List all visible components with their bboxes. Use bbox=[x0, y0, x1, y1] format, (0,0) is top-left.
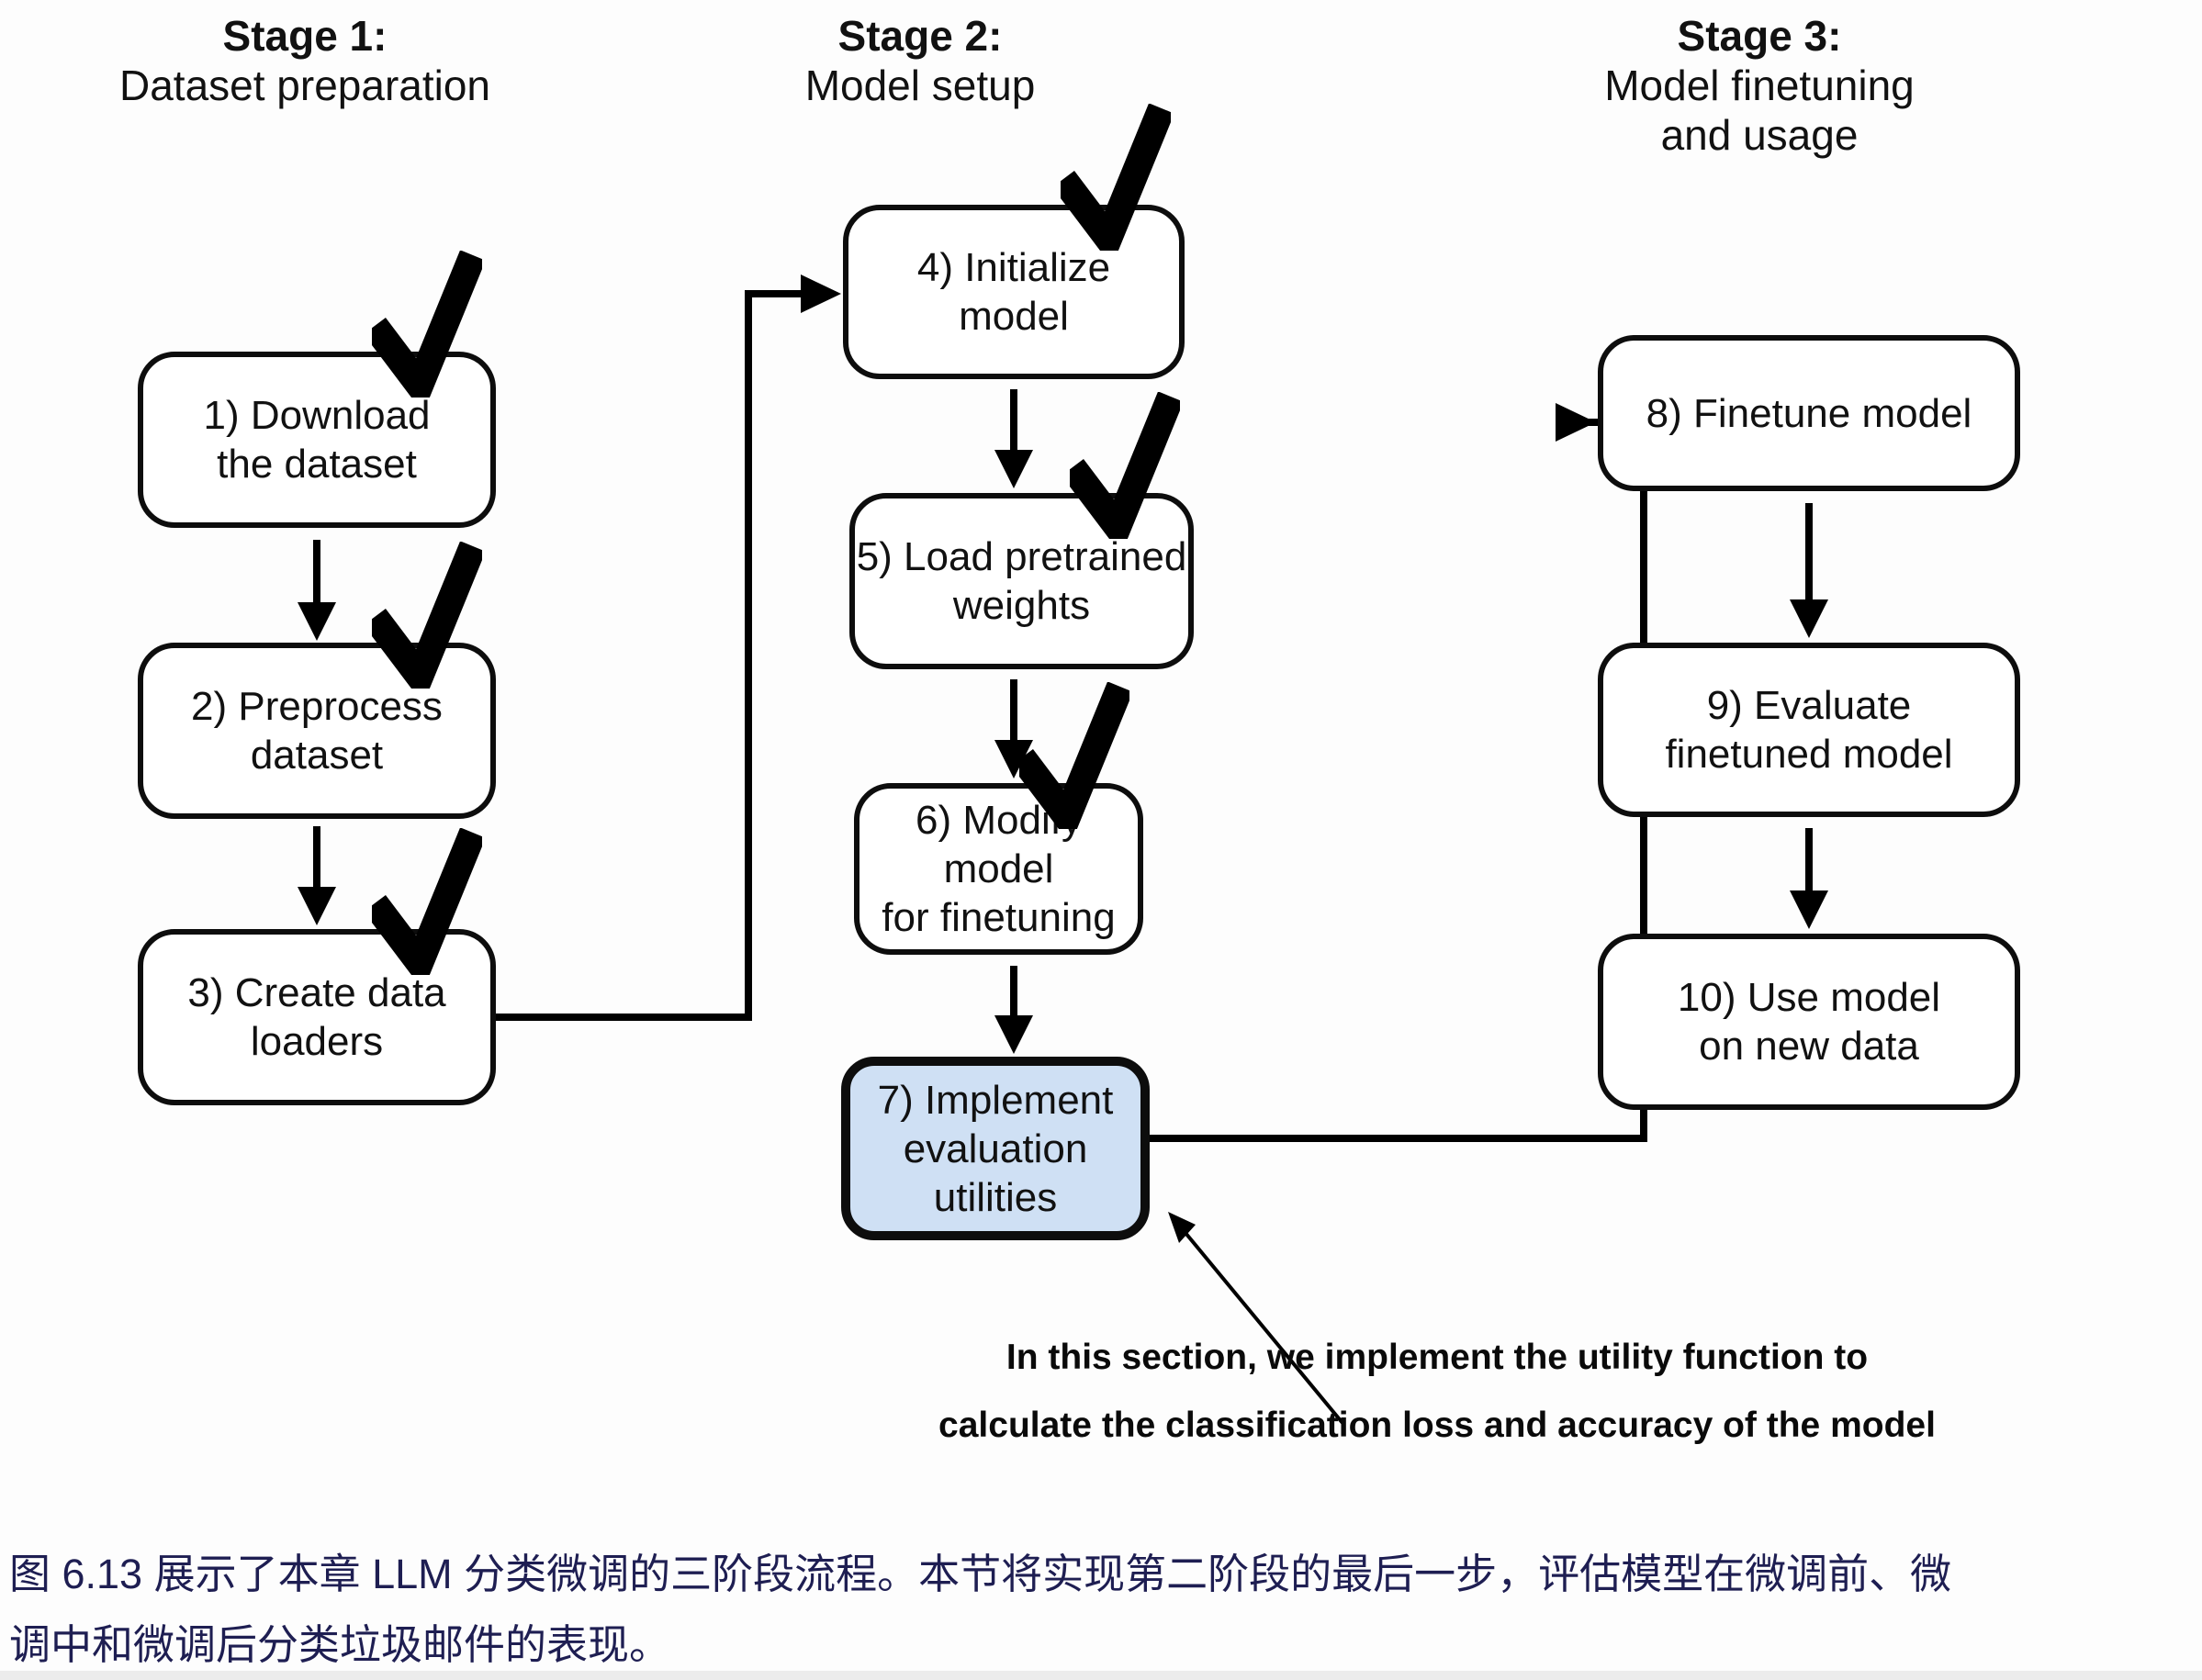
arrow-down-icon bbox=[1790, 828, 1828, 929]
checkmark-icon bbox=[1061, 104, 1171, 251]
figure-caption: 图 6.13 展示了本章 LLM 分类微调的三阶段流程。本节将实现第二阶段的最后… bbox=[9, 1551, 1952, 1668]
checkmark-icon bbox=[372, 251, 482, 398]
stage1-title: Stage 1: bbox=[222, 12, 388, 60]
flow-box-10: 10) Use model on new data bbox=[1598, 934, 2020, 1110]
flow-box-9: 9) Evaluate finetuned model bbox=[1598, 643, 2020, 817]
annotation-arrow-icon bbox=[1168, 1212, 1344, 1425]
arrow-down-icon bbox=[994, 679, 1033, 778]
annotation-text: In this section, we implement the utilit… bbox=[938, 1338, 1936, 1445]
stage2-title: Stage 2: bbox=[837, 12, 1003, 60]
arrow-down-icon bbox=[298, 540, 336, 641]
arrow-down-icon bbox=[994, 966, 1033, 1054]
arrow-down-icon bbox=[994, 389, 1033, 488]
arrow-down-icon bbox=[1790, 503, 1828, 638]
arrow-down-icon bbox=[298, 826, 336, 925]
connector-box3-to-box4 bbox=[496, 274, 841, 1021]
checkmark-icon bbox=[1019, 682, 1129, 829]
stage2-header: Stage 2: Model setup bbox=[663, 11, 1177, 110]
connector-box7-to-box8 bbox=[1150, 403, 1647, 1142]
stage2-subtitle: Model setup bbox=[804, 62, 1036, 109]
bottom-divider bbox=[0, 1671, 2202, 1680]
stage3-subtitle: Model finetuning and usage bbox=[1604, 62, 1915, 159]
stage1-subtitle: Dataset preparation bbox=[118, 62, 491, 109]
checkmark-icon bbox=[1070, 392, 1180, 539]
stage3-title: Stage 3: bbox=[1677, 12, 1842, 60]
checkmark-icon bbox=[372, 542, 482, 689]
stage1-header: Stage 1: Dataset preparation bbox=[48, 11, 562, 110]
flow-box-7: 7) Implement evaluation utilities bbox=[841, 1057, 1150, 1240]
stage3-header: Stage 3: Model finetuning and usage bbox=[1502, 11, 2017, 160]
flow-box-8: 8) Finetune model bbox=[1598, 335, 2020, 491]
checkmark-icon bbox=[372, 828, 482, 975]
flow-box-4: 4) Initialize model bbox=[843, 205, 1185, 379]
flow-box-5: 5) Load pretrained weights bbox=[849, 493, 1194, 669]
